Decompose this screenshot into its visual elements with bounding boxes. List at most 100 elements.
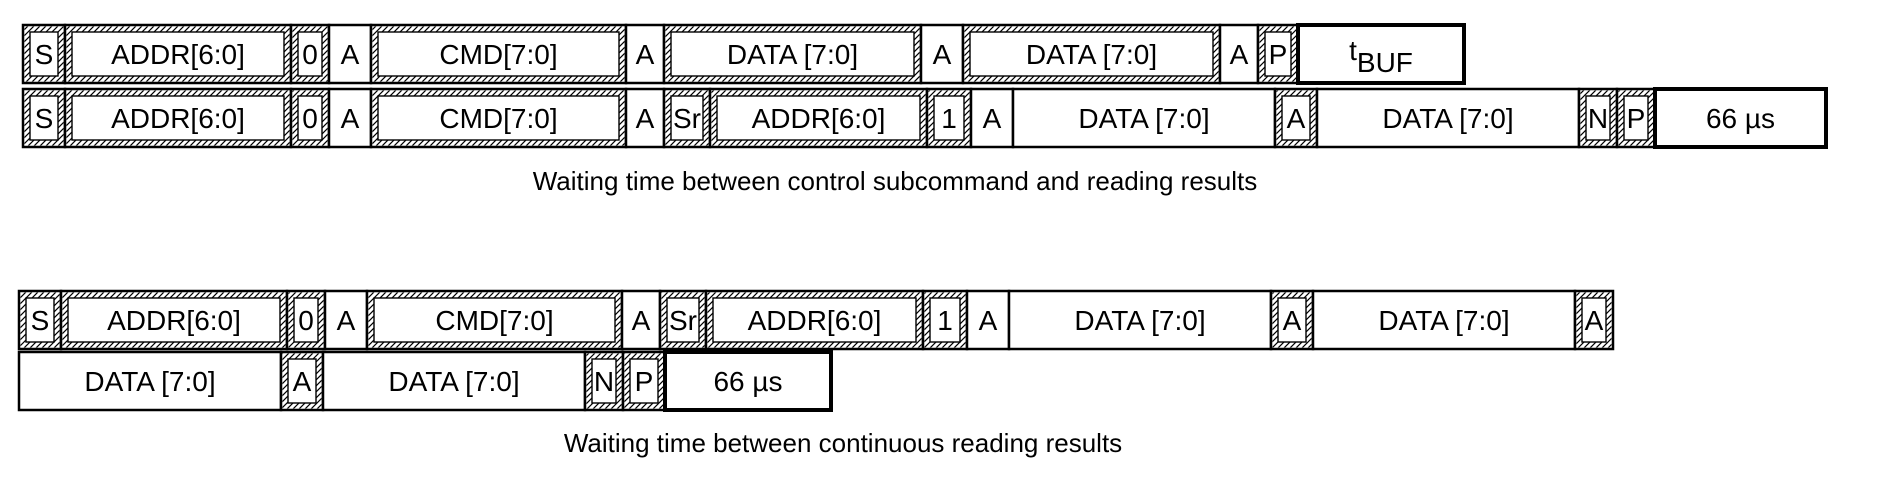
field-label: DATA [7:0] <box>1026 39 1157 70</box>
field-label: N <box>1588 103 1608 134</box>
field-label: A <box>1283 305 1302 336</box>
field-label: ADDR[6:0] <box>752 103 886 134</box>
field-label: A <box>636 103 655 134</box>
field-master: S <box>21 87 67 149</box>
field-master: N <box>1577 87 1619 149</box>
field-master: P <box>621 350 667 412</box>
field-master: A <box>279 350 325 412</box>
field-label: A <box>341 103 360 134</box>
field-master: ADDR[6:0] <box>59 289 289 351</box>
field-label: Sr <box>669 305 697 336</box>
field-label: DATA [7:0] <box>1078 103 1209 134</box>
field-label: DATA [7:0] <box>1074 305 1205 336</box>
field-master: CMD[7:0] <box>369 87 628 149</box>
field-label: S <box>35 103 54 134</box>
field-label: A <box>983 103 1002 134</box>
field-master: N <box>583 350 625 412</box>
field-slave: DATA [7:0] <box>1011 87 1277 149</box>
field-master: 0 <box>289 87 331 149</box>
field-wait: 66 µs <box>663 350 833 412</box>
field-label: ADDR[6:0] <box>111 103 245 134</box>
field-label: A <box>293 366 312 397</box>
field-label: 0 <box>302 103 318 134</box>
field-wait: tBUF <box>1296 23 1466 85</box>
sequence-caption: Waiting time between control subcommand … <box>533 166 1258 196</box>
field-label: 0 <box>302 39 318 70</box>
field-master: P <box>1256 23 1300 85</box>
field-master: S <box>17 289 63 351</box>
field-slave: A <box>624 23 666 85</box>
field-slave: A <box>965 289 1011 351</box>
field-master: A <box>1269 289 1315 351</box>
field-master: A <box>1273 87 1319 149</box>
field-label: S <box>31 305 50 336</box>
field-label: 66 µs <box>713 366 782 397</box>
field-slave: A <box>1218 23 1260 85</box>
field-slave: DATA [7:0] <box>1007 289 1273 351</box>
field-master: 0 <box>285 289 327 351</box>
field-master: A <box>1573 289 1615 351</box>
field-master: P <box>1615 87 1657 149</box>
field-label: P <box>635 366 654 397</box>
field-slave: DATA [7:0] <box>1311 289 1577 351</box>
field-label: A <box>979 305 998 336</box>
field-label: tBUF <box>1349 35 1413 78</box>
sequence-caption: Waiting time between continuous reading … <box>564 428 1122 458</box>
field-label: A <box>341 39 360 70</box>
field-label: A <box>1287 103 1306 134</box>
field-slave: A <box>327 23 373 85</box>
field-slave: A <box>620 289 662 351</box>
field-slave: A <box>624 87 666 149</box>
field-label: ADDR[6:0] <box>107 305 241 336</box>
field-slave: A <box>327 87 373 149</box>
field-label: N <box>594 366 614 397</box>
field-master: 1 <box>921 289 969 351</box>
field-master: DATA [7:0] <box>662 23 923 85</box>
field-label: Sr <box>673 103 701 134</box>
field-label: A <box>1585 305 1604 336</box>
field-master: DATA [7:0] <box>961 23 1222 85</box>
field-slave: A <box>969 87 1015 149</box>
field-label: 1 <box>937 305 953 336</box>
field-label: CMD[7:0] <box>439 39 557 70</box>
field-label: A <box>632 305 651 336</box>
field-label: 66 µs <box>1706 103 1775 134</box>
field-label: P <box>1269 39 1288 70</box>
field-master: ADDR[6:0] <box>708 87 929 149</box>
field-label: A <box>337 305 356 336</box>
field-label: ADDR[6:0] <box>111 39 245 70</box>
field-label: DATA [7:0] <box>1382 103 1513 134</box>
field-label: 0 <box>298 305 314 336</box>
field-master: 0 <box>289 23 331 85</box>
field-label: A <box>636 39 655 70</box>
field-master: CMD[7:0] <box>365 289 624 351</box>
field-master: 1 <box>925 87 973 149</box>
field-slave: A <box>919 23 965 85</box>
field-master: CMD[7:0] <box>369 23 628 85</box>
field-label: DATA [7:0] <box>727 39 858 70</box>
field-slave: DATA [7:0] <box>1315 87 1581 149</box>
field-label: ADDR[6:0] <box>748 305 882 336</box>
field-label: DATA [7:0] <box>84 366 215 397</box>
field-label: DATA [7:0] <box>1378 305 1509 336</box>
field-label: CMD[7:0] <box>435 305 553 336</box>
field-label: A <box>1230 39 1249 70</box>
field-slave: DATA [7:0] <box>321 350 587 412</box>
field-slave: A <box>323 289 369 351</box>
field-label: A <box>933 39 952 70</box>
field-label: DATA [7:0] <box>388 366 519 397</box>
field-master: ADDR[6:0] <box>63 87 293 149</box>
field-master: S <box>21 23 67 85</box>
field-label: P <box>1627 103 1646 134</box>
field-master: Sr <box>658 289 708 351</box>
field-master: Sr <box>662 87 712 149</box>
field-label: 1 <box>941 103 957 134</box>
field-label: S <box>35 39 54 70</box>
field-slave: DATA [7:0] <box>17 350 283 412</box>
field-label: CMD[7:0] <box>439 103 557 134</box>
